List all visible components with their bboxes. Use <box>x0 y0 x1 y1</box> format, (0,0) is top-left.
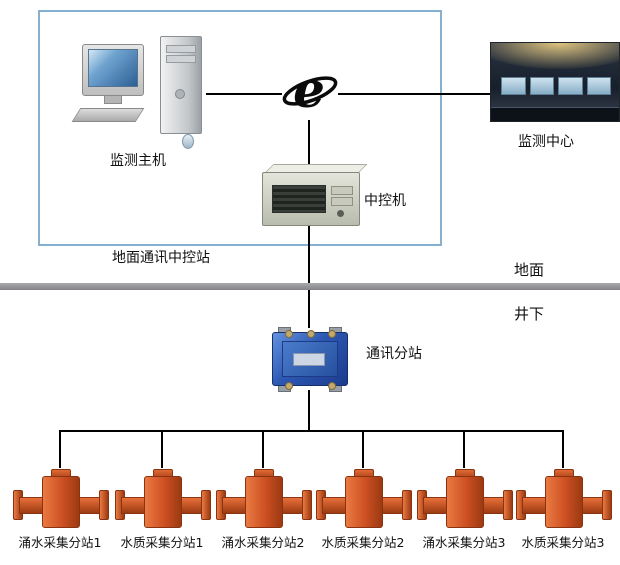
drop-line-1 <box>59 430 61 468</box>
connector-substation-to-bus <box>308 390 310 432</box>
cable-gland <box>285 330 293 338</box>
screen-icon <box>558 77 583 95</box>
substation-body <box>272 330 348 390</box>
collection-device: 水质采集分站2 <box>313 466 413 552</box>
device-body <box>446 476 484 528</box>
rack-vent-panel <box>272 185 326 213</box>
flange-icon <box>201 490 211 520</box>
control-room-desk <box>491 107 619 121</box>
keyboard-icon <box>71 108 145 122</box>
collection-device: 涌水采集分站3 <box>414 466 514 552</box>
mouse-icon <box>182 134 194 149</box>
drop-line-4 <box>362 430 364 468</box>
host-label: 监测主机 <box>110 153 166 169</box>
device-label: 涌水采集分站2 <box>221 535 305 550</box>
bus-line <box>60 430 564 432</box>
rack-drive-bay <box>331 186 353 195</box>
rack-power-button-icon <box>337 210 344 217</box>
svg-text:e: e <box>293 64 325 119</box>
connector-controller-to-substation <box>308 226 310 328</box>
internet-e-icon: e <box>282 60 338 122</box>
device-body <box>42 476 80 528</box>
underground-label: 井下 <box>514 305 545 323</box>
flange-icon <box>402 490 412 520</box>
device-label: 涌水采集分站3 <box>422 535 506 550</box>
monitoring-host-illustration <box>70 32 206 150</box>
drive-bay <box>166 55 196 63</box>
monitor-screen <box>88 49 138 87</box>
drop-line-3 <box>262 430 264 468</box>
rack-front-face <box>262 172 360 226</box>
device-body <box>545 476 583 528</box>
flange-icon <box>503 490 513 520</box>
power-button-icon <box>175 89 185 99</box>
surface-label: 地面 <box>514 261 545 279</box>
connector-host-to-internet <box>206 93 282 95</box>
device-body <box>345 476 383 528</box>
flange-icon <box>602 490 612 520</box>
device-body <box>144 476 182 528</box>
cable-gland <box>285 382 293 390</box>
flange-icon <box>99 490 109 520</box>
monitoring-center-photo <box>490 42 620 122</box>
device-body <box>245 476 283 528</box>
collection-device: 水质采集分站3 <box>513 466 613 552</box>
cable-gland <box>328 330 336 338</box>
drop-line-5 <box>463 430 465 468</box>
drop-line-6 <box>562 430 564 468</box>
monitor-icon <box>82 44 144 96</box>
screen-icon <box>529 77 554 95</box>
device-label: 水质采集分站2 <box>321 535 405 550</box>
drive-bay <box>166 45 196 53</box>
surface-divider <box>0 283 620 290</box>
collection-device: 涌水采集分站2 <box>213 466 313 552</box>
pc-tower-icon <box>160 36 202 134</box>
center-label: 监测中心 <box>518 134 574 150</box>
ground-station-label: 地面通讯中控站 <box>112 250 210 266</box>
rack-drive-bay <box>331 197 353 206</box>
screen-icon <box>501 77 526 95</box>
flange-icon <box>302 490 312 520</box>
monitor-stand <box>104 95 122 104</box>
device-label: 水质采集分站3 <box>521 535 605 550</box>
collection-device: 涌水采集分站1 <box>10 466 110 552</box>
ceiling-light <box>491 43 619 69</box>
device-label: 水质采集分站1 <box>120 535 204 550</box>
cable-gland <box>328 382 336 390</box>
collection-device: 水质采集分站1 <box>112 466 212 552</box>
substation-panel <box>282 341 338 377</box>
controller-illustration <box>262 164 368 226</box>
connector-internet-to-center <box>338 93 490 95</box>
ground-station-box <box>38 10 442 246</box>
substation-label: 通讯分站 <box>366 346 422 362</box>
cable-gland <box>307 330 315 338</box>
substation-illustration <box>272 326 348 392</box>
drop-line-2 <box>161 430 163 468</box>
screen-icon <box>586 77 611 95</box>
device-label: 涌水采集分站1 <box>18 535 102 550</box>
substation-nameplate <box>293 353 325 366</box>
connector-internet-to-controller <box>308 120 310 166</box>
control-room-screens <box>501 77 611 95</box>
controller-label: 中控机 <box>364 193 406 209</box>
